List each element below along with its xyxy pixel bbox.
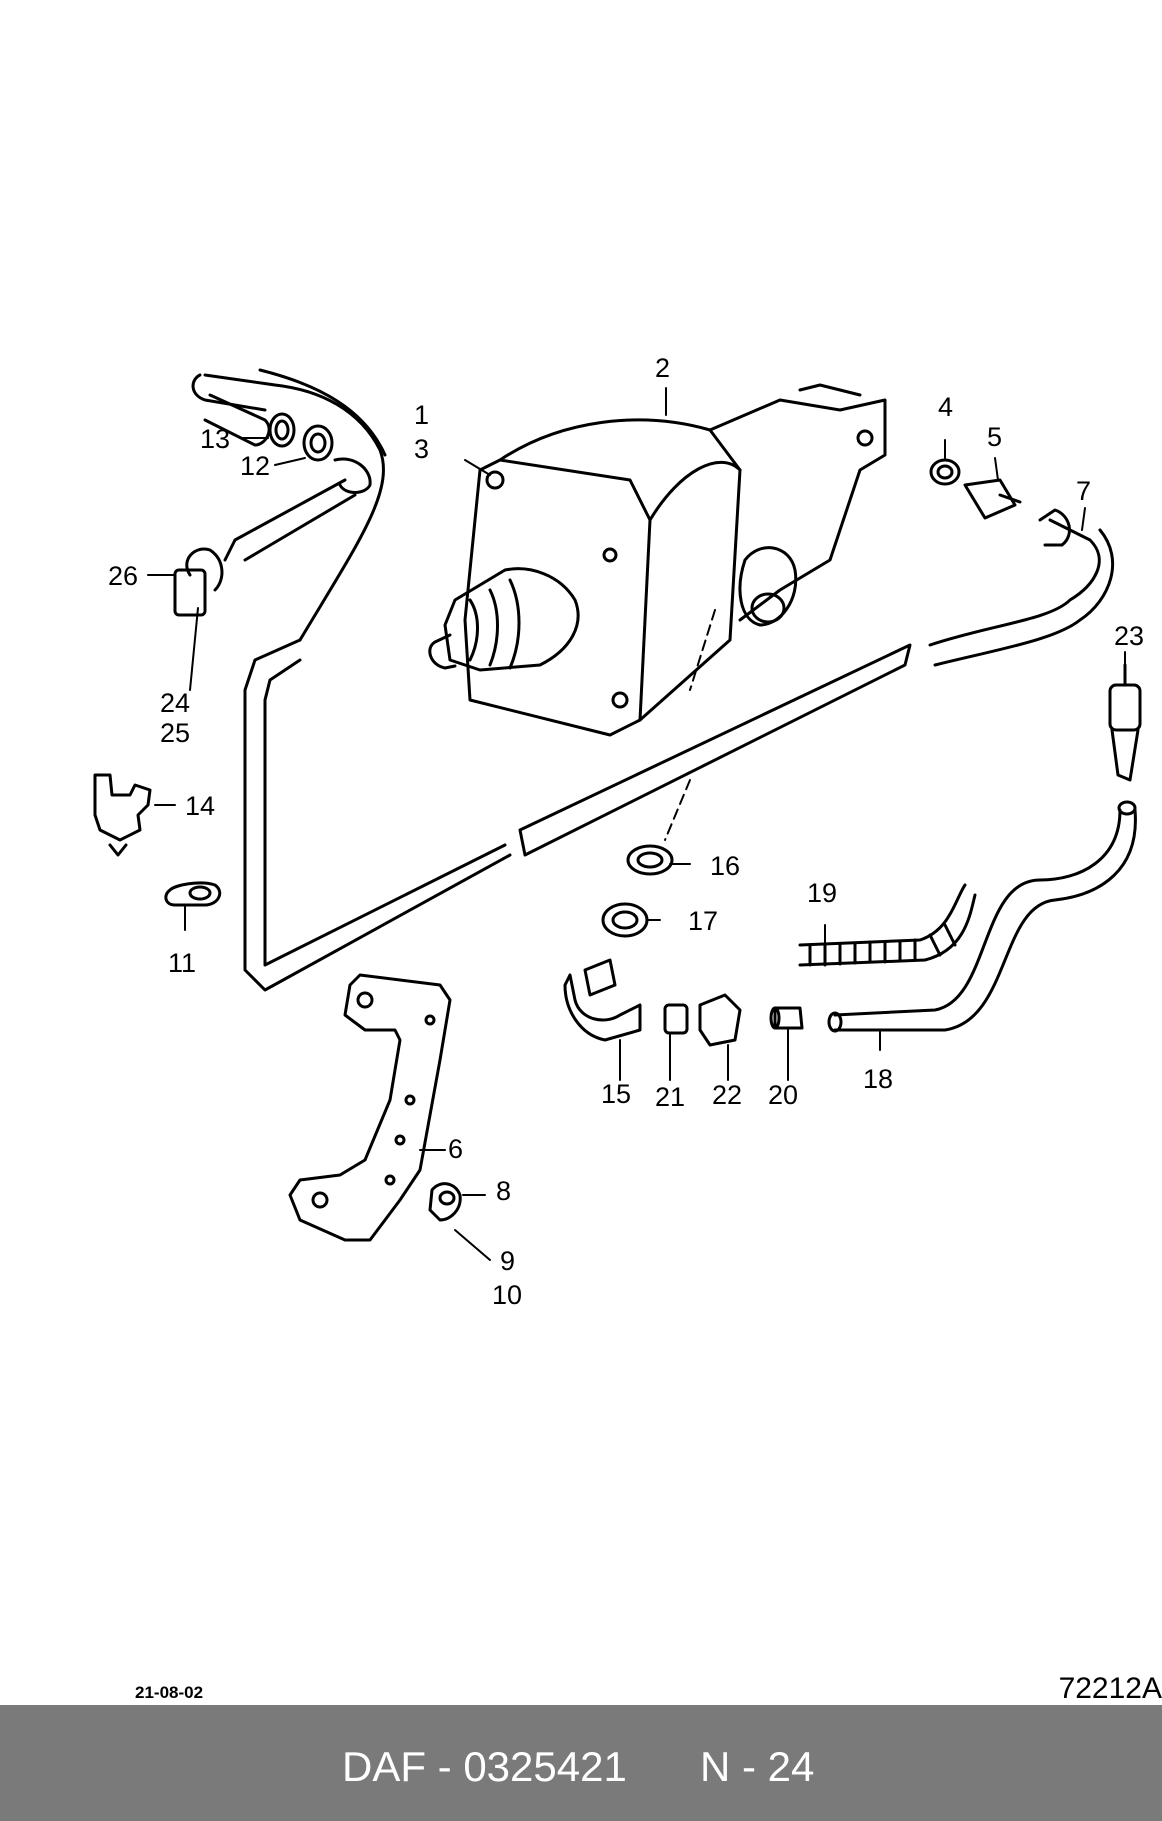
callout-14: 14 bbox=[185, 791, 215, 821]
callout-17: 17 bbox=[688, 906, 718, 936]
callout-26: 26 bbox=[108, 561, 138, 591]
callout-1: 1 bbox=[414, 400, 429, 430]
callout-24: 24 bbox=[160, 688, 190, 718]
clip-8-9 bbox=[428, 1182, 462, 1222]
pipe-7 bbox=[518, 508, 1115, 857]
callout-9: 9 bbox=[500, 1246, 515, 1276]
callout-20: 20 bbox=[768, 1080, 798, 1110]
callout-11: 11 bbox=[168, 948, 196, 978]
corrugated-19 bbox=[798, 883, 977, 967]
rings-12-13 bbox=[268, 412, 334, 462]
callout-8: 8 bbox=[496, 1176, 511, 1206]
hose-18 bbox=[827, 800, 1137, 1033]
callout-6: 6 bbox=[448, 1134, 463, 1164]
callout-19: 19 bbox=[807, 878, 837, 908]
part-reference: DAF - 0325421 bbox=[342, 1743, 627, 1790]
callouts: 2 1 3 4 5 7 23 13 12 26 24 25 14 11 16 1… bbox=[108, 353, 1144, 1310]
callout-3: 3 bbox=[414, 434, 429, 464]
leader-lines bbox=[147, 387, 1126, 1261]
callout-5: 5 bbox=[987, 422, 1002, 452]
bracket-6 bbox=[288, 973, 452, 1242]
page-reference: N - 24 bbox=[700, 1743, 815, 1790]
date-stamp: 21-08-02 bbox=[135, 1683, 204, 1702]
callout-16: 16 bbox=[710, 851, 740, 881]
footer-bar: DAF - 0325421 N - 24 bbox=[0, 1705, 1162, 1821]
parts-diagram: 2 1 3 4 5 7 23 13 12 26 24 25 14 11 16 1… bbox=[93, 353, 1144, 1310]
callout-22: 22 bbox=[712, 1080, 742, 1110]
callout-12: 12 bbox=[240, 451, 270, 481]
parts-4-5 bbox=[929, 458, 1022, 520]
callout-4: 4 bbox=[938, 392, 953, 422]
rings-16-17 bbox=[601, 844, 674, 938]
callout-2: 2 bbox=[655, 353, 670, 383]
drawing-number: 72212A bbox=[1058, 1672, 1162, 1705]
callout-18: 18 bbox=[863, 1064, 893, 1094]
callout-21: 21 bbox=[655, 1082, 685, 1112]
callout-25: 25 bbox=[160, 718, 190, 748]
callout-7: 7 bbox=[1076, 476, 1091, 506]
fittings bbox=[563, 958, 804, 1047]
callout-23: 23 bbox=[1114, 621, 1144, 651]
callout-15: 15 bbox=[601, 1079, 631, 1109]
clutch-servo bbox=[428, 383, 887, 737]
upper-pipe bbox=[173, 368, 512, 992]
clips-14-11 bbox=[93, 773, 222, 907]
callout-13: 13 bbox=[200, 424, 230, 454]
callout-10: 10 bbox=[492, 1280, 522, 1310]
